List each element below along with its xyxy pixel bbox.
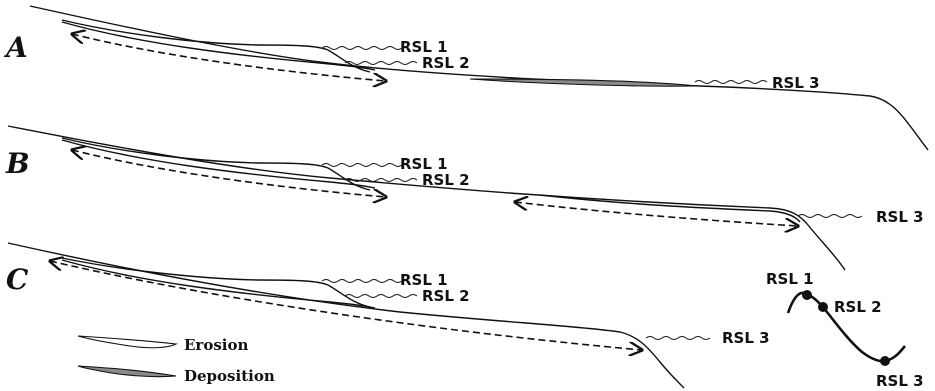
panel-b-label: B	[5, 147, 30, 180]
panel-b: B RSL 1 RSL 2 RSL 3	[5, 125, 924, 271]
panel-b-wave-rsl1	[321, 163, 403, 167]
curve-point-rsl1	[802, 290, 812, 300]
panel-a-label: A	[3, 31, 28, 64]
panel-b-rsl2-label: RSL 2	[422, 171, 470, 189]
panel-a-profile-rsl1	[61, 19, 371, 73]
panel-b-profile-rsl3	[539, 194, 801, 223]
panel-c-rsl2-label: RSL 2	[422, 287, 470, 305]
panel-c-wave-rsl3	[645, 336, 711, 340]
panel-b-dashed-arrow-upper	[72, 150, 386, 197]
panel-c-wave-rsl2	[344, 294, 418, 298]
panel-b-dashed-arrow-lower	[515, 202, 798, 226]
panel-c-profile-rsl2	[61, 259, 376, 309]
panel-a-deposition-lens	[469, 78, 698, 87]
panel-c-profile-rsl1	[61, 257, 371, 308]
legend-deposition-label: Deposition	[184, 367, 275, 385]
panel-a-dashed-arrow	[72, 34, 386, 81]
panel-b-wave-rsl3	[797, 214, 863, 218]
panel-c-rsl3-label: RSL 3	[722, 329, 770, 347]
curve-rsl2-label: RSL 2	[834, 298, 882, 316]
curve-point-rsl2	[818, 302, 828, 312]
panel-b-rsl1-label: RSL 1	[400, 155, 448, 173]
curve-point-rsl3	[880, 356, 890, 366]
panel-c-wave-rsl1	[321, 279, 403, 283]
curve-rsl1-label: RSL 1	[766, 270, 814, 288]
legend-erosion-label: Erosion	[184, 336, 248, 354]
panel-a-wave-rsl3	[694, 80, 768, 84]
sea-level-curve: RSL 1 RSL 2 RSL 3	[766, 270, 924, 390]
legend-erosion-swatch	[77, 335, 178, 349]
panel-c-dashed-arrow	[50, 261, 642, 350]
curve-rsl3-label: RSL 3	[876, 372, 924, 390]
panel-a-rsl3-label: RSL 3	[772, 74, 820, 92]
panel-a-wave-rsl2	[344, 61, 418, 65]
panel-a-rsl1-label: RSL 1	[400, 38, 448, 56]
legend: Erosion Deposition	[77, 335, 275, 385]
panel-a: A RSL 1 RSL 2 RSL 3	[3, 5, 929, 151]
panel-c: C RSL 1 RSL 2 RSL 3	[6, 242, 770, 389]
panel-c-label: C	[6, 263, 29, 296]
panel-b-profile-main	[7, 125, 846, 271]
panel-b-rsl3-label: RSL 3	[876, 208, 924, 226]
panel-a-rsl2-label: RSL 2	[422, 54, 470, 72]
legend-deposition-swatch	[77, 365, 177, 378]
panel-a-wave-rsl1	[321, 46, 403, 50]
